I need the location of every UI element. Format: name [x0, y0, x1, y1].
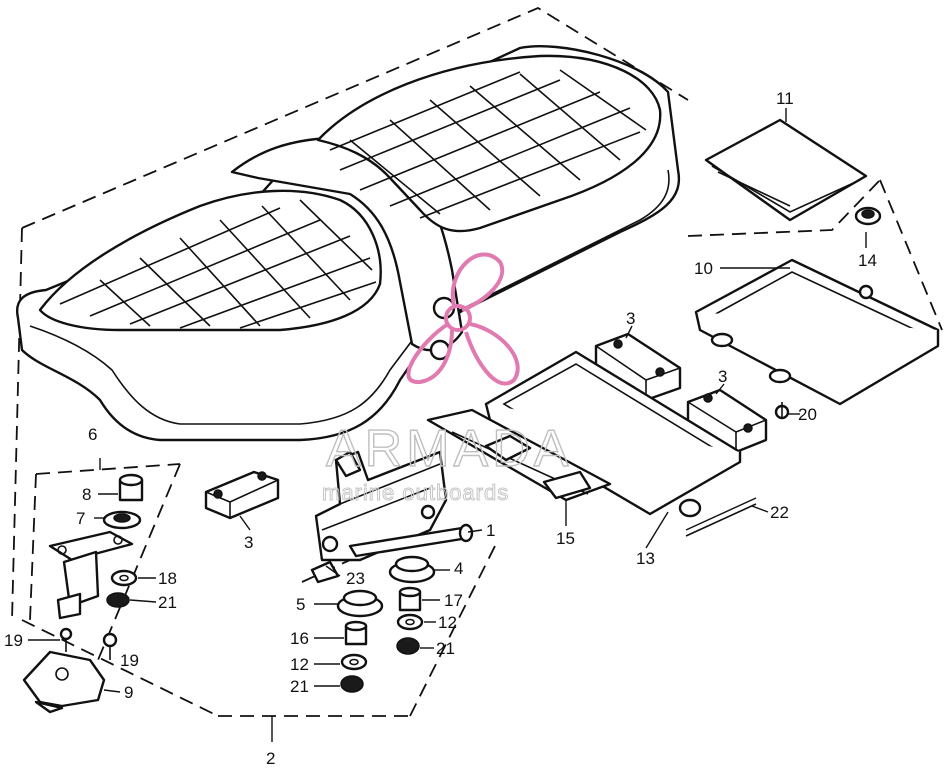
part-21-nut-right: [396, 637, 420, 655]
watermark: ARMADA marine outboards: [322, 252, 572, 506]
part-9-hook: [22, 650, 106, 714]
part-16-collar: [344, 620, 368, 646]
part-21-nut-left: [340, 675, 364, 693]
label-3-upper: 3: [626, 309, 635, 328]
part-15-strap: [426, 408, 612, 502]
part-7-grommet: [102, 510, 142, 530]
watermark-title: ARMADA: [326, 420, 572, 478]
label-7: 7: [76, 509, 85, 528]
part-12-washer-right: [396, 613, 424, 631]
part-10-tray: [694, 258, 940, 406]
label-20: 20: [798, 405, 817, 424]
part-18-washer: [110, 569, 138, 587]
label-11: 11: [776, 89, 794, 108]
part-23-bracket: [310, 450, 448, 584]
part-17-collar: [398, 586, 422, 612]
label-12-left: 12: [290, 655, 309, 674]
part-4-grommet: [388, 555, 436, 584]
part-11-cover: [704, 118, 868, 222]
part-12-washer-left: [340, 653, 368, 671]
part-19-screw-left: [59, 627, 73, 652]
watermark-subtitle: marine outboards: [322, 480, 509, 505]
part-20-screw: [774, 402, 790, 420]
part-13-box: [484, 350, 742, 518]
label-1: 1: [486, 521, 495, 540]
label-18: 18: [158, 569, 177, 588]
group-outline-bracket-kit: [21, 463, 499, 717]
part-1-pin: [348, 523, 474, 558]
label-21-left: 21: [290, 677, 309, 696]
label-19-left: 19: [4, 631, 23, 650]
propeller-logo: [406, 252, 520, 386]
label-12-right: 12: [438, 613, 457, 632]
part-22-rod: [685, 497, 757, 537]
label-16: 16: [290, 629, 309, 648]
part-21-nut-lock: [106, 592, 130, 608]
seat-assembly: [15, 45, 681, 442]
part-5-grommet: [336, 589, 384, 618]
part-14-grommet: [854, 206, 882, 226]
part-6-lock: [48, 530, 134, 620]
part-19-screw-right: [102, 632, 118, 660]
label-23: 23: [346, 569, 365, 588]
leader-lines: [28, 108, 867, 742]
label-13: 13: [636, 549, 655, 568]
label-3-right: 3: [718, 367, 727, 386]
part-3-block-left: [204, 470, 280, 520]
label-5: 5: [296, 595, 305, 614]
label-6: 6: [88, 425, 97, 444]
label-17: 17: [444, 591, 463, 610]
label-4: 4: [454, 559, 463, 578]
label-21-right: 21: [436, 639, 455, 658]
rear-pad-quilting: [329, 69, 647, 219]
label-15: 15: [556, 529, 575, 548]
callout-labels: 11 10 14 3 3 20 22 13 15 1 6 8 7 18 21 1…: [4, 89, 877, 768]
label-9: 9: [124, 683, 133, 702]
label-21-lock: 21: [158, 593, 177, 612]
label-14: 14: [858, 251, 877, 270]
group-outline-seat: [11, 6, 943, 621]
label-10: 10: [694, 259, 713, 278]
label-19-right: 19: [120, 651, 139, 670]
part-8-cap: [118, 473, 144, 502]
label-8: 8: [82, 485, 91, 504]
label-2: 2: [266, 749, 275, 768]
label-22: 22: [770, 503, 789, 522]
label-3-left: 3: [244, 533, 253, 552]
front-pad-quilting: [59, 199, 377, 329]
